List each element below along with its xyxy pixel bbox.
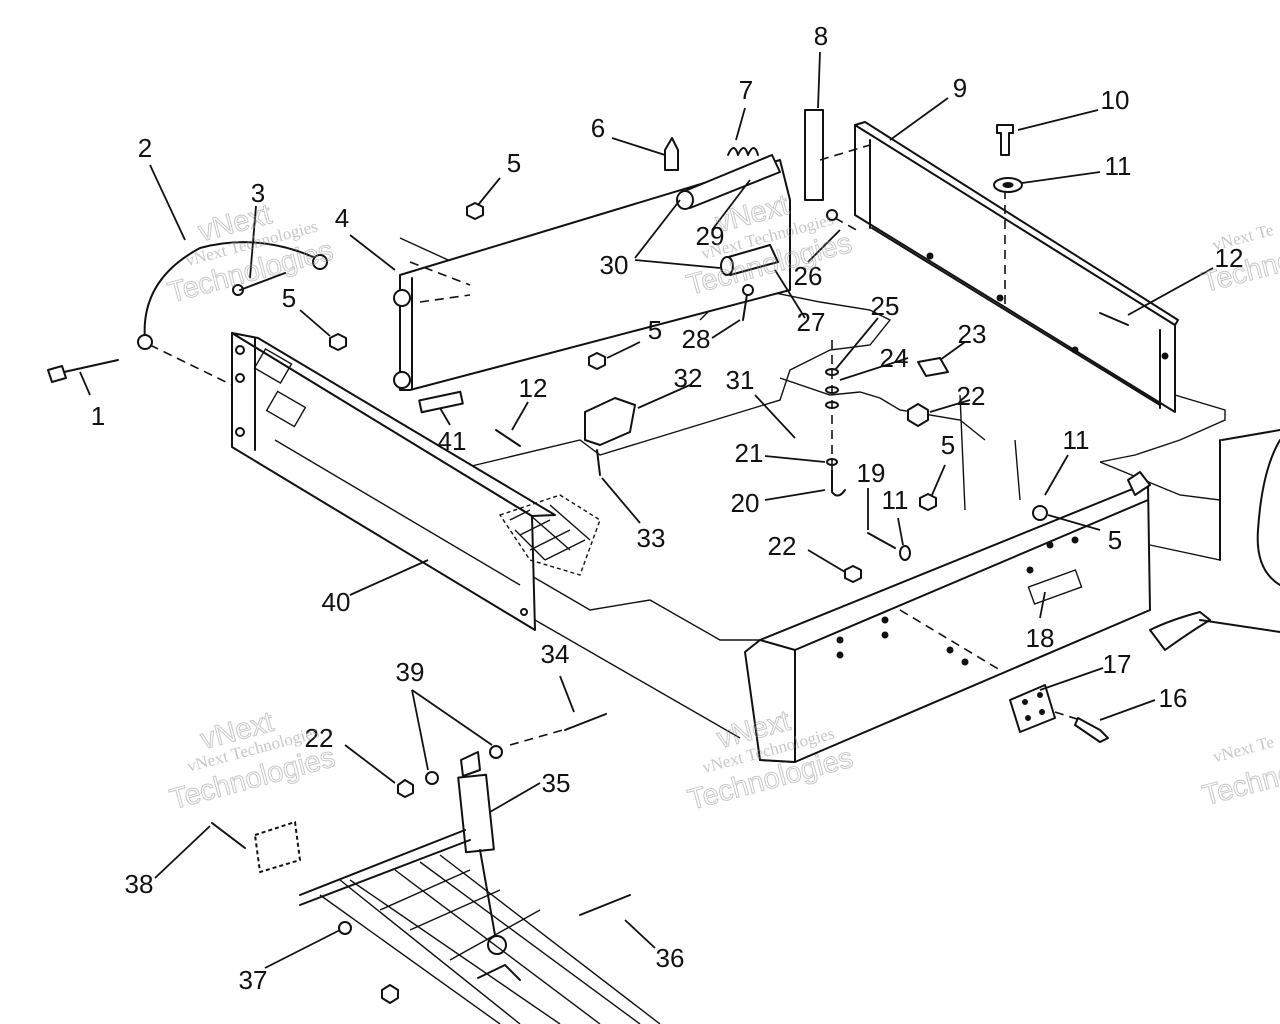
callout-33: 33 <box>637 523 666 553</box>
hinge-assembly <box>664 137 781 276</box>
callout-21: 21 <box>735 438 764 468</box>
right-side-panel <box>744 471 1151 763</box>
right-edge-part <box>1256 439 1280 586</box>
callout-10: 10 <box>1101 85 1130 115</box>
callout-36: 36 <box>656 943 685 973</box>
callout-leaders <box>79 51 1214 969</box>
callout-17: 17 <box>1103 649 1132 679</box>
parts-drawing <box>47 109 1280 1024</box>
callout-4: 4 <box>335 203 349 233</box>
callout-22: 22 <box>957 381 986 411</box>
diamond-plate-pad <box>498 494 601 576</box>
callout-34: 34 <box>541 639 570 669</box>
callout-27: 27 <box>797 307 826 337</box>
callout-12: 12 <box>1215 243 1244 273</box>
tailgate-strip <box>804 109 824 201</box>
callout-1: 1 <box>91 401 105 431</box>
front-panel <box>819 121 1179 413</box>
callout-20: 20 <box>731 488 760 518</box>
callout-29: 29 <box>696 221 725 251</box>
callout-30: 30 <box>600 250 629 280</box>
hinge-plate <box>1009 684 1109 743</box>
callout-5: 5 <box>507 148 521 178</box>
callout-12: 12 <box>519 373 548 403</box>
bolt-and-washer <box>993 124 1023 193</box>
callout-26: 26 <box>794 261 823 291</box>
callout-32: 32 <box>674 363 703 393</box>
callout-39: 39 <box>396 657 425 687</box>
callout-labels: 1 2 3 4 5 5 5 5 5 6 7 8 9 10 11 11 11 12… <box>91 21 1244 995</box>
shock-and-frame <box>211 713 661 1024</box>
callout-5: 5 <box>282 283 296 313</box>
callout-16: 16 <box>1159 683 1188 713</box>
callout-31: 31 <box>726 365 755 395</box>
callout-11: 11 <box>1105 151 1132 181</box>
callout-40: 40 <box>322 587 351 617</box>
right-hinge-bracket <box>1149 611 1211 651</box>
callout-3: 3 <box>251 178 265 208</box>
callout-25: 25 <box>871 291 900 321</box>
left-side-rail <box>231 332 556 631</box>
callout-35: 35 <box>542 768 571 798</box>
back-panel <box>393 159 791 414</box>
callout-11: 11 <box>1063 425 1090 455</box>
callout-23: 23 <box>958 319 987 349</box>
callout-41: 41 <box>438 426 467 456</box>
watermark-top-left: vNext vNext Technologies Technologies <box>164 198 337 310</box>
callout-7: 7 <box>739 75 753 105</box>
hardware <box>47 202 1129 583</box>
watermark-right-top: vNext Te Technologies <box>1198 220 1280 300</box>
watermark-bottom-left: vNext vNext Technologies Technologies <box>166 706 339 817</box>
callout-18: 18 <box>1026 623 1055 653</box>
callout-5: 5 <box>1108 525 1122 555</box>
watermark-right-bottom: vNext Te Technologies <box>1199 732 1280 813</box>
callout-38: 38 <box>125 869 154 899</box>
callout-37: 37 <box>239 965 268 995</box>
callout-19: 19 <box>857 458 886 488</box>
callout-5: 5 <box>941 430 955 460</box>
callout-2: 2 <box>138 133 152 163</box>
callout-6: 6 <box>591 113 605 143</box>
callout-9: 9 <box>953 73 967 103</box>
callout-5: 5 <box>648 315 662 345</box>
watermarks: vNext vNext Technologies Technologies vN… <box>164 189 1280 818</box>
callout-28: 28 <box>682 324 711 354</box>
callout-24: 24 <box>880 343 909 373</box>
callout-22: 22 <box>305 723 334 753</box>
callout-8: 8 <box>814 21 828 51</box>
callout-11: 11 <box>882 485 909 515</box>
callout-22: 22 <box>768 531 797 561</box>
right-edge-part-2 <box>1219 429 1280 561</box>
svg-text:vNext Te: vNext Te <box>1211 732 1276 766</box>
